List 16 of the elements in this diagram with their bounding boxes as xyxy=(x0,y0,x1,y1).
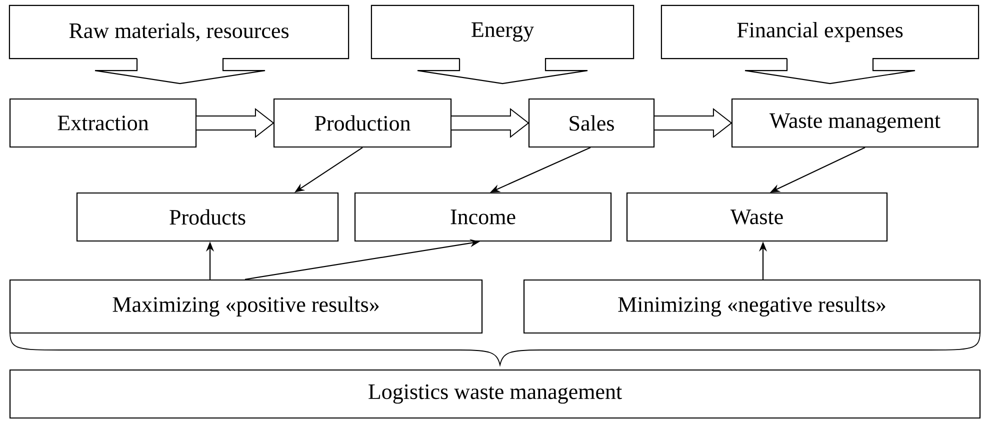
process-box: Production xyxy=(273,98,452,148)
callout-box: Raw materials, resources xyxy=(8,4,350,84)
process-box: Logistics waste management xyxy=(9,369,981,419)
block-arrow xyxy=(654,108,732,138)
callout-box: Financial expenses xyxy=(660,4,980,84)
callout-box: Energy xyxy=(370,4,634,84)
process-box: Income xyxy=(354,192,612,242)
process-box: Waste management xyxy=(731,98,979,148)
process-box: Extraction xyxy=(9,98,197,148)
block-arrow xyxy=(196,108,274,138)
block-arrow xyxy=(451,108,530,138)
process-box: Minimizing «negative results» xyxy=(523,279,981,334)
process-box: Products xyxy=(76,192,339,242)
process-box: Sales xyxy=(528,98,655,148)
process-box: Maximizing «positive results» xyxy=(9,279,483,334)
process-box: Waste xyxy=(626,192,888,242)
